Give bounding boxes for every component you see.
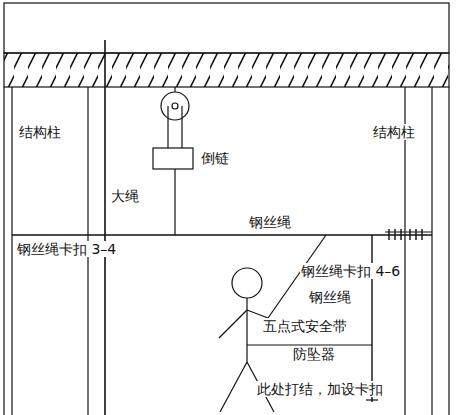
label-text: 钢丝绳卡扣 3–4 <box>16 241 117 257</box>
big-rope <box>104 40 106 415</box>
person-leg <box>220 362 247 412</box>
wire-clamp <box>415 229 416 240</box>
column-line <box>11 87 12 415</box>
label-text: 钢丝绳 <box>248 214 292 230</box>
label-text: 钢丝绳卡扣 4–6 <box>300 263 401 279</box>
wire-clamp <box>421 229 422 240</box>
person-arm <box>219 310 247 338</box>
hoist-hook <box>174 87 175 92</box>
label-text: 倒链 <box>200 150 230 166</box>
label-text: 此处打结，加设卡扣 <box>256 381 384 397</box>
hoist-chain <box>181 106 182 148</box>
hoist-body <box>153 148 193 169</box>
label-text: 防坠器 <box>292 346 336 362</box>
hatched-beam <box>4 53 449 87</box>
wire-clamp <box>394 229 395 240</box>
label-text: 结构柱 <box>372 124 416 140</box>
wall-edge <box>3 87 4 415</box>
fall-arrest-wire <box>371 235 372 402</box>
person-head <box>232 268 262 298</box>
wire-clamp <box>388 229 389 240</box>
hoist-chain <box>167 106 168 148</box>
wire-clamp <box>409 229 410 240</box>
slab-top <box>4 3 449 53</box>
label-text: 钢丝绳 <box>308 289 352 305</box>
wire-clamp <box>400 229 401 240</box>
hoist-chain <box>174 169 175 235</box>
label-text: 五点式安全带 <box>262 318 348 334</box>
label-text: 结构柱 <box>18 124 62 140</box>
column-line <box>431 87 432 415</box>
steel-wire <box>12 234 432 236</box>
steel-wire-tail <box>385 231 432 232</box>
person-arm <box>247 310 268 318</box>
person-body <box>246 298 247 362</box>
hoist-axle <box>172 103 178 109</box>
label-text: 大绳 <box>110 188 140 204</box>
hoist-pulley <box>161 92 189 120</box>
wall-edge <box>448 87 449 415</box>
knot-clamp <box>366 399 378 400</box>
